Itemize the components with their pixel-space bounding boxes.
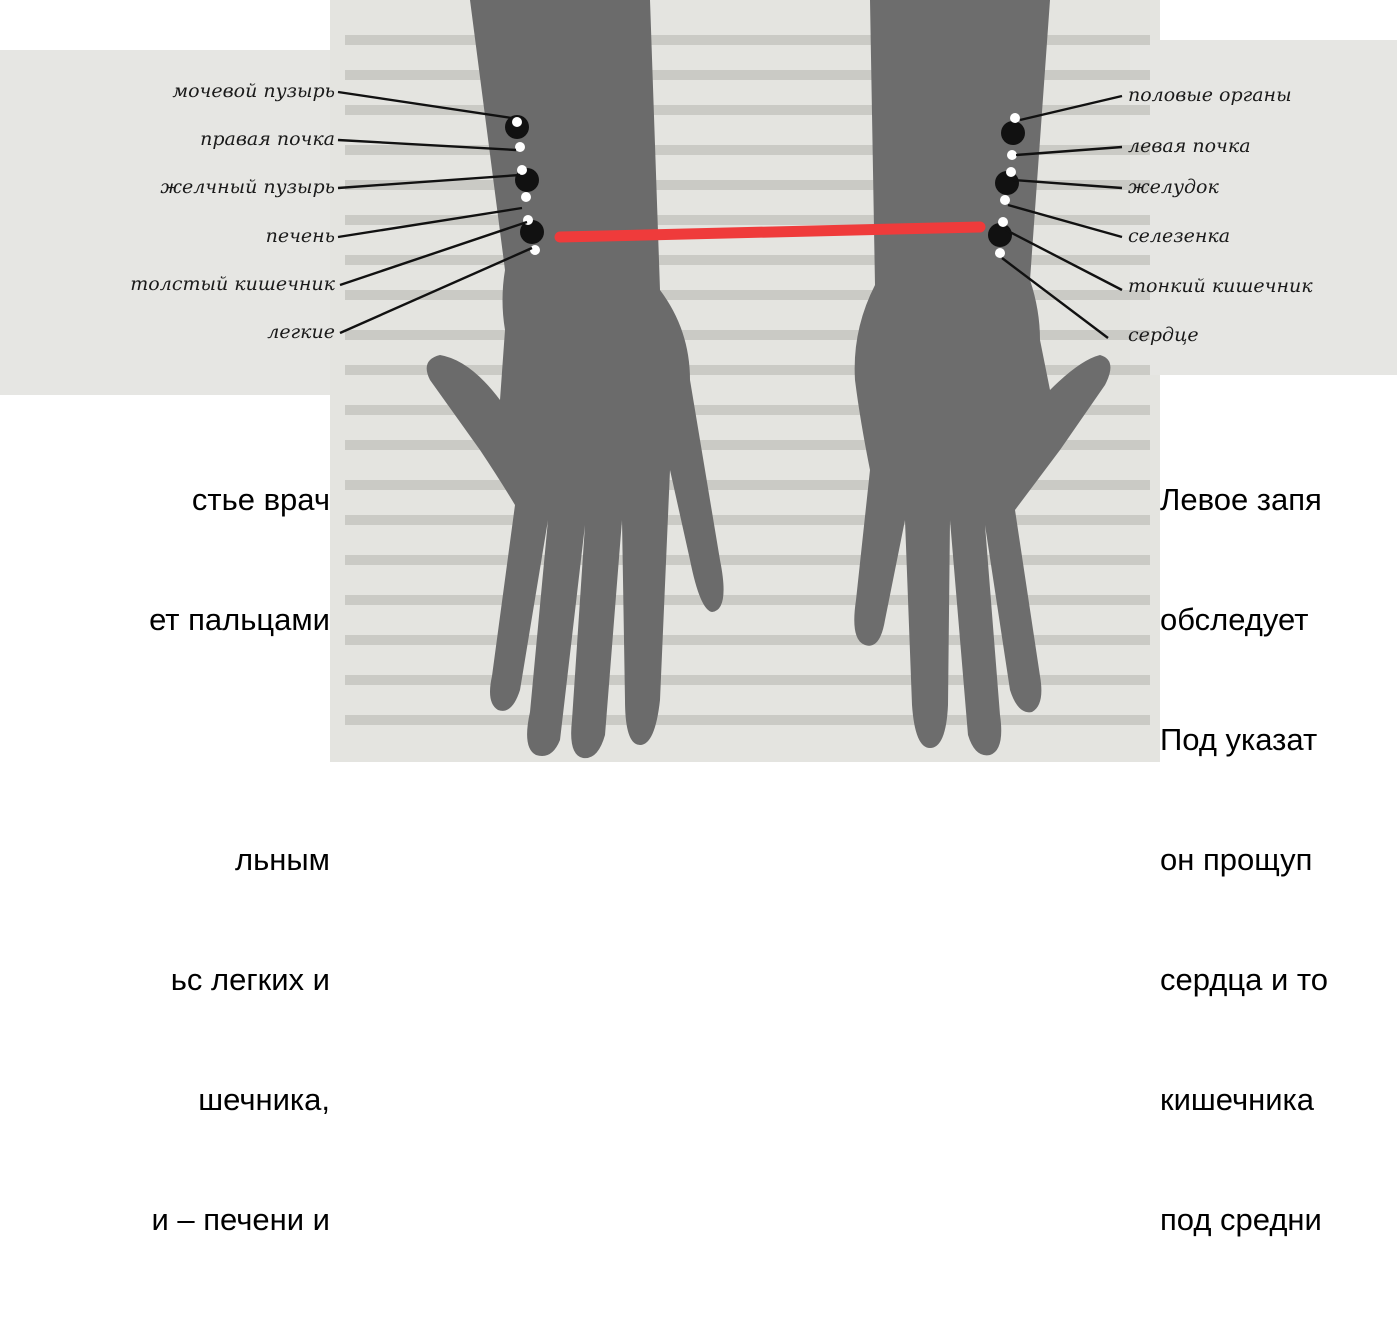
left-text-line: и – печени и	[0, 1200, 330, 1240]
label-lungs: легкие	[267, 321, 335, 343]
label-left-kidney: левая почка	[1128, 135, 1251, 157]
diagram: мочевой пузырь правая почка желчный пузы…	[0, 0, 1397, 762]
label-genitals: половые органы	[1128, 84, 1292, 106]
right-text-line: Левое запя	[1160, 480, 1397, 520]
left-text-line: льным	[0, 840, 330, 880]
label-spleen: селезенка	[1128, 225, 1230, 247]
label-large-intestine: толстый кишечник	[130, 273, 335, 295]
left-text-line: ьс легких и	[0, 960, 330, 1000]
label-heart: сердце	[1128, 324, 1199, 346]
right-text-line: он прощуп	[1160, 840, 1397, 880]
label-right-kidney: правая почка	[200, 128, 335, 150]
left-text-line	[0, 720, 330, 760]
left-text-line: шечника,	[0, 1080, 330, 1120]
left-text-line: ет пальцами	[0, 600, 330, 640]
label-small-intestine: тонкий кишечник	[1128, 275, 1313, 297]
label-liver: печень	[266, 225, 335, 247]
right-text-line: обследует	[1160, 600, 1397, 640]
right-text-line: кишечника	[1160, 1080, 1397, 1120]
left-body-text: стье врач ет пальцами льным ьс легких и …	[0, 400, 330, 1320]
left-text-line: стье врач	[0, 480, 330, 520]
label-bladder: мочевой пузырь	[172, 80, 335, 102]
right-text-line: под средни	[1160, 1200, 1397, 1240]
right-text-line: сердца и то	[1160, 960, 1397, 1000]
label-stomach: желудок	[1128, 176, 1219, 198]
right-text-line: Под указат	[1160, 720, 1397, 760]
right-body-text: Левое запя обследует Под указат он прощу…	[1160, 400, 1397, 1320]
label-gallbladder: желчный пузырь	[160, 176, 335, 198]
